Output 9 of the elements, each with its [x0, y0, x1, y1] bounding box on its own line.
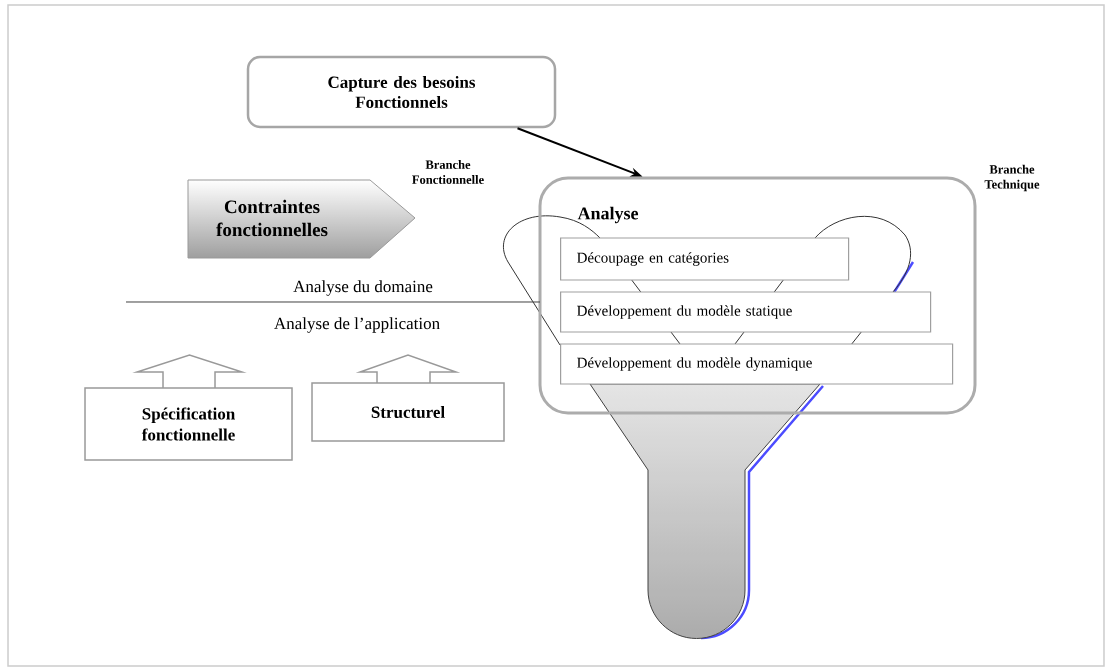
process-box: Capture des besoins Fonctionnels — [246, 55, 557, 129]
section-label: Analyse du domaine — [292, 279, 434, 297]
process-box: Spécification fonctionnelle — [84, 387, 293, 461]
section-label: Analyse de l’application — [272, 316, 442, 334]
step-box: Découpage en catégories — [560, 237, 850, 281]
branch-label: Branche Technique — [984, 164, 1040, 192]
step-box: Développement du modèle statique — [560, 291, 932, 333]
process-box: Structurel — [311, 382, 505, 442]
step-box: Développement du modèle dynamique — [560, 343, 954, 385]
